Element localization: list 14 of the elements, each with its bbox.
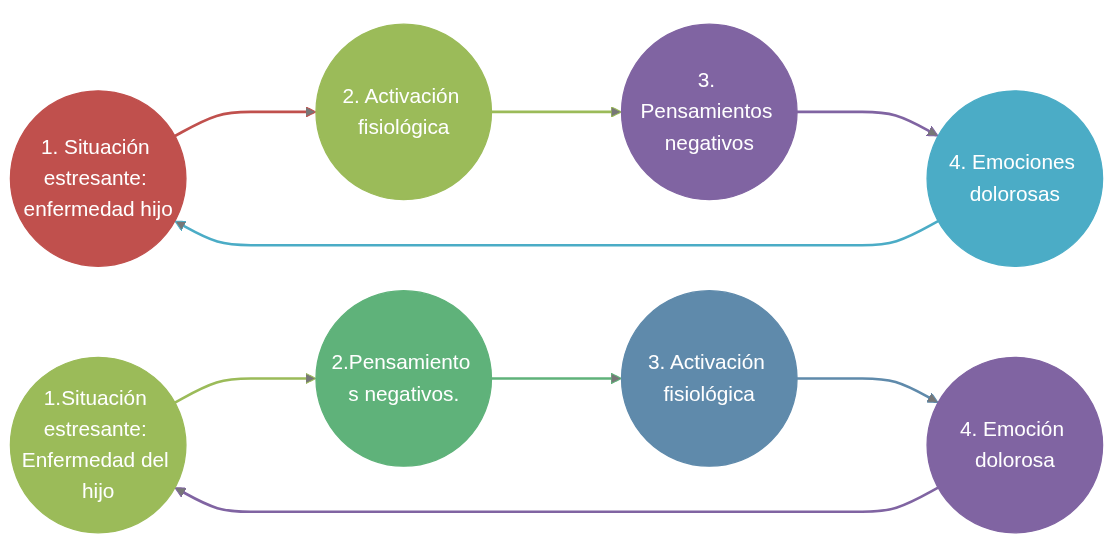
- arrow: [174, 219, 939, 247]
- node-circle: 3. Activación fisiológica: [620, 290, 798, 467]
- arrow: [797, 110, 939, 137]
- node-circle: 1. Situación estresante: enfermedad hijo: [9, 90, 187, 267]
- node-circle: 2. Activación fisiológica: [315, 23, 493, 201]
- arrow: [797, 377, 939, 404]
- node-circle: 4. Emociones dolorosas: [926, 90, 1104, 267]
- node-circle: 4. Emoción dolorosa: [926, 356, 1104, 534]
- node-circle: 1.Situación estresante: Enfermedad del hijo: [9, 356, 187, 534]
- node-circle: 3. Pensamientos negativos: [620, 23, 798, 201]
- arrow: [174, 486, 939, 514]
- arrow: [174, 372, 317, 404]
- arrow: [174, 106, 317, 138]
- node-circle: 2.Pensamiento s negativos.: [315, 290, 493, 467]
